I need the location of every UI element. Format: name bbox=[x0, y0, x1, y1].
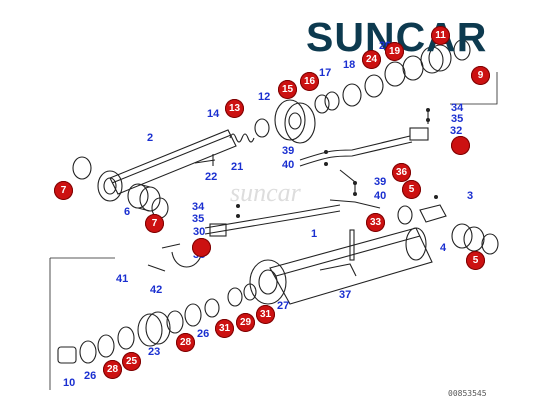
part-label-1: 1 bbox=[311, 228, 318, 240]
seal-callout-33: 36 bbox=[392, 163, 411, 182]
seal-callout-29b: 31 bbox=[256, 305, 275, 324]
part-label-34b: 34 bbox=[192, 201, 205, 213]
part-label-30: 30 bbox=[193, 226, 206, 238]
seal-callout-20: 24 bbox=[362, 50, 381, 69]
seal-callout-5a: 5 bbox=[402, 180, 421, 199]
part-label-34a: 34 bbox=[451, 102, 464, 114]
seal-callout-16: 16 bbox=[300, 72, 319, 91]
part-label-37: 37 bbox=[339, 289, 352, 301]
part-label-12: 12 bbox=[258, 91, 271, 103]
part-label-22: 22 bbox=[205, 171, 218, 183]
part-label-40a: 40 bbox=[282, 159, 295, 171]
drawing-code: 00853545 bbox=[448, 389, 487, 398]
seal-callout-24: 25 bbox=[122, 352, 141, 371]
watermark: suncar bbox=[230, 178, 301, 207]
seal-callout-28: 29 bbox=[236, 313, 255, 332]
seal-callout-25a: 28 bbox=[176, 333, 195, 352]
part-label-26a: 26 bbox=[197, 328, 210, 340]
seal-callout-31: 33 bbox=[366, 213, 385, 232]
part-label-21: 21 bbox=[231, 161, 244, 173]
part-label-4: 4 bbox=[440, 242, 447, 254]
part-label-35a: 35 bbox=[451, 113, 464, 125]
part-label-40b: 40 bbox=[374, 190, 387, 202]
seal-callout-9: 9 bbox=[471, 66, 490, 85]
part-label-42: 42 bbox=[150, 284, 163, 296]
part-label-17: 17 bbox=[319, 67, 332, 79]
part-label-3: 3 bbox=[467, 190, 474, 202]
part-label-39b: 39 bbox=[374, 176, 387, 188]
seal-callout-7b: 7 bbox=[145, 214, 164, 233]
seal-callout-15: 15 bbox=[278, 80, 297, 99]
part-label-32: 32 bbox=[450, 125, 463, 137]
part-label-27: 27 bbox=[277, 300, 290, 312]
part-label-6: 6 bbox=[124, 206, 131, 218]
seal-callout-25b: 28 bbox=[103, 360, 122, 379]
seal-callout-13: 13 bbox=[225, 99, 244, 118]
seal-callout-11: 11 bbox=[431, 26, 450, 45]
seal-callout-36b bbox=[192, 238, 211, 257]
part-label-23: 23 bbox=[148, 346, 161, 358]
seal-callout-5b: 5 bbox=[466, 251, 485, 270]
part-label-14: 14 bbox=[207, 108, 220, 120]
part-label-41: 41 bbox=[116, 273, 129, 285]
seal-callout-7a: 7 bbox=[54, 181, 73, 200]
seal-callout-29a: 31 bbox=[215, 319, 234, 338]
seal-callout-19: 19 bbox=[385, 42, 404, 61]
part-label-10: 10 bbox=[63, 377, 76, 389]
part-label-2: 2 bbox=[147, 132, 154, 144]
seal-callout-36a bbox=[451, 136, 470, 155]
part-label-39a: 39 bbox=[282, 145, 295, 157]
part-label-35b: 35 bbox=[192, 213, 205, 225]
part-label-26b: 26 bbox=[84, 370, 97, 382]
part-label-18: 18 bbox=[343, 59, 356, 71]
